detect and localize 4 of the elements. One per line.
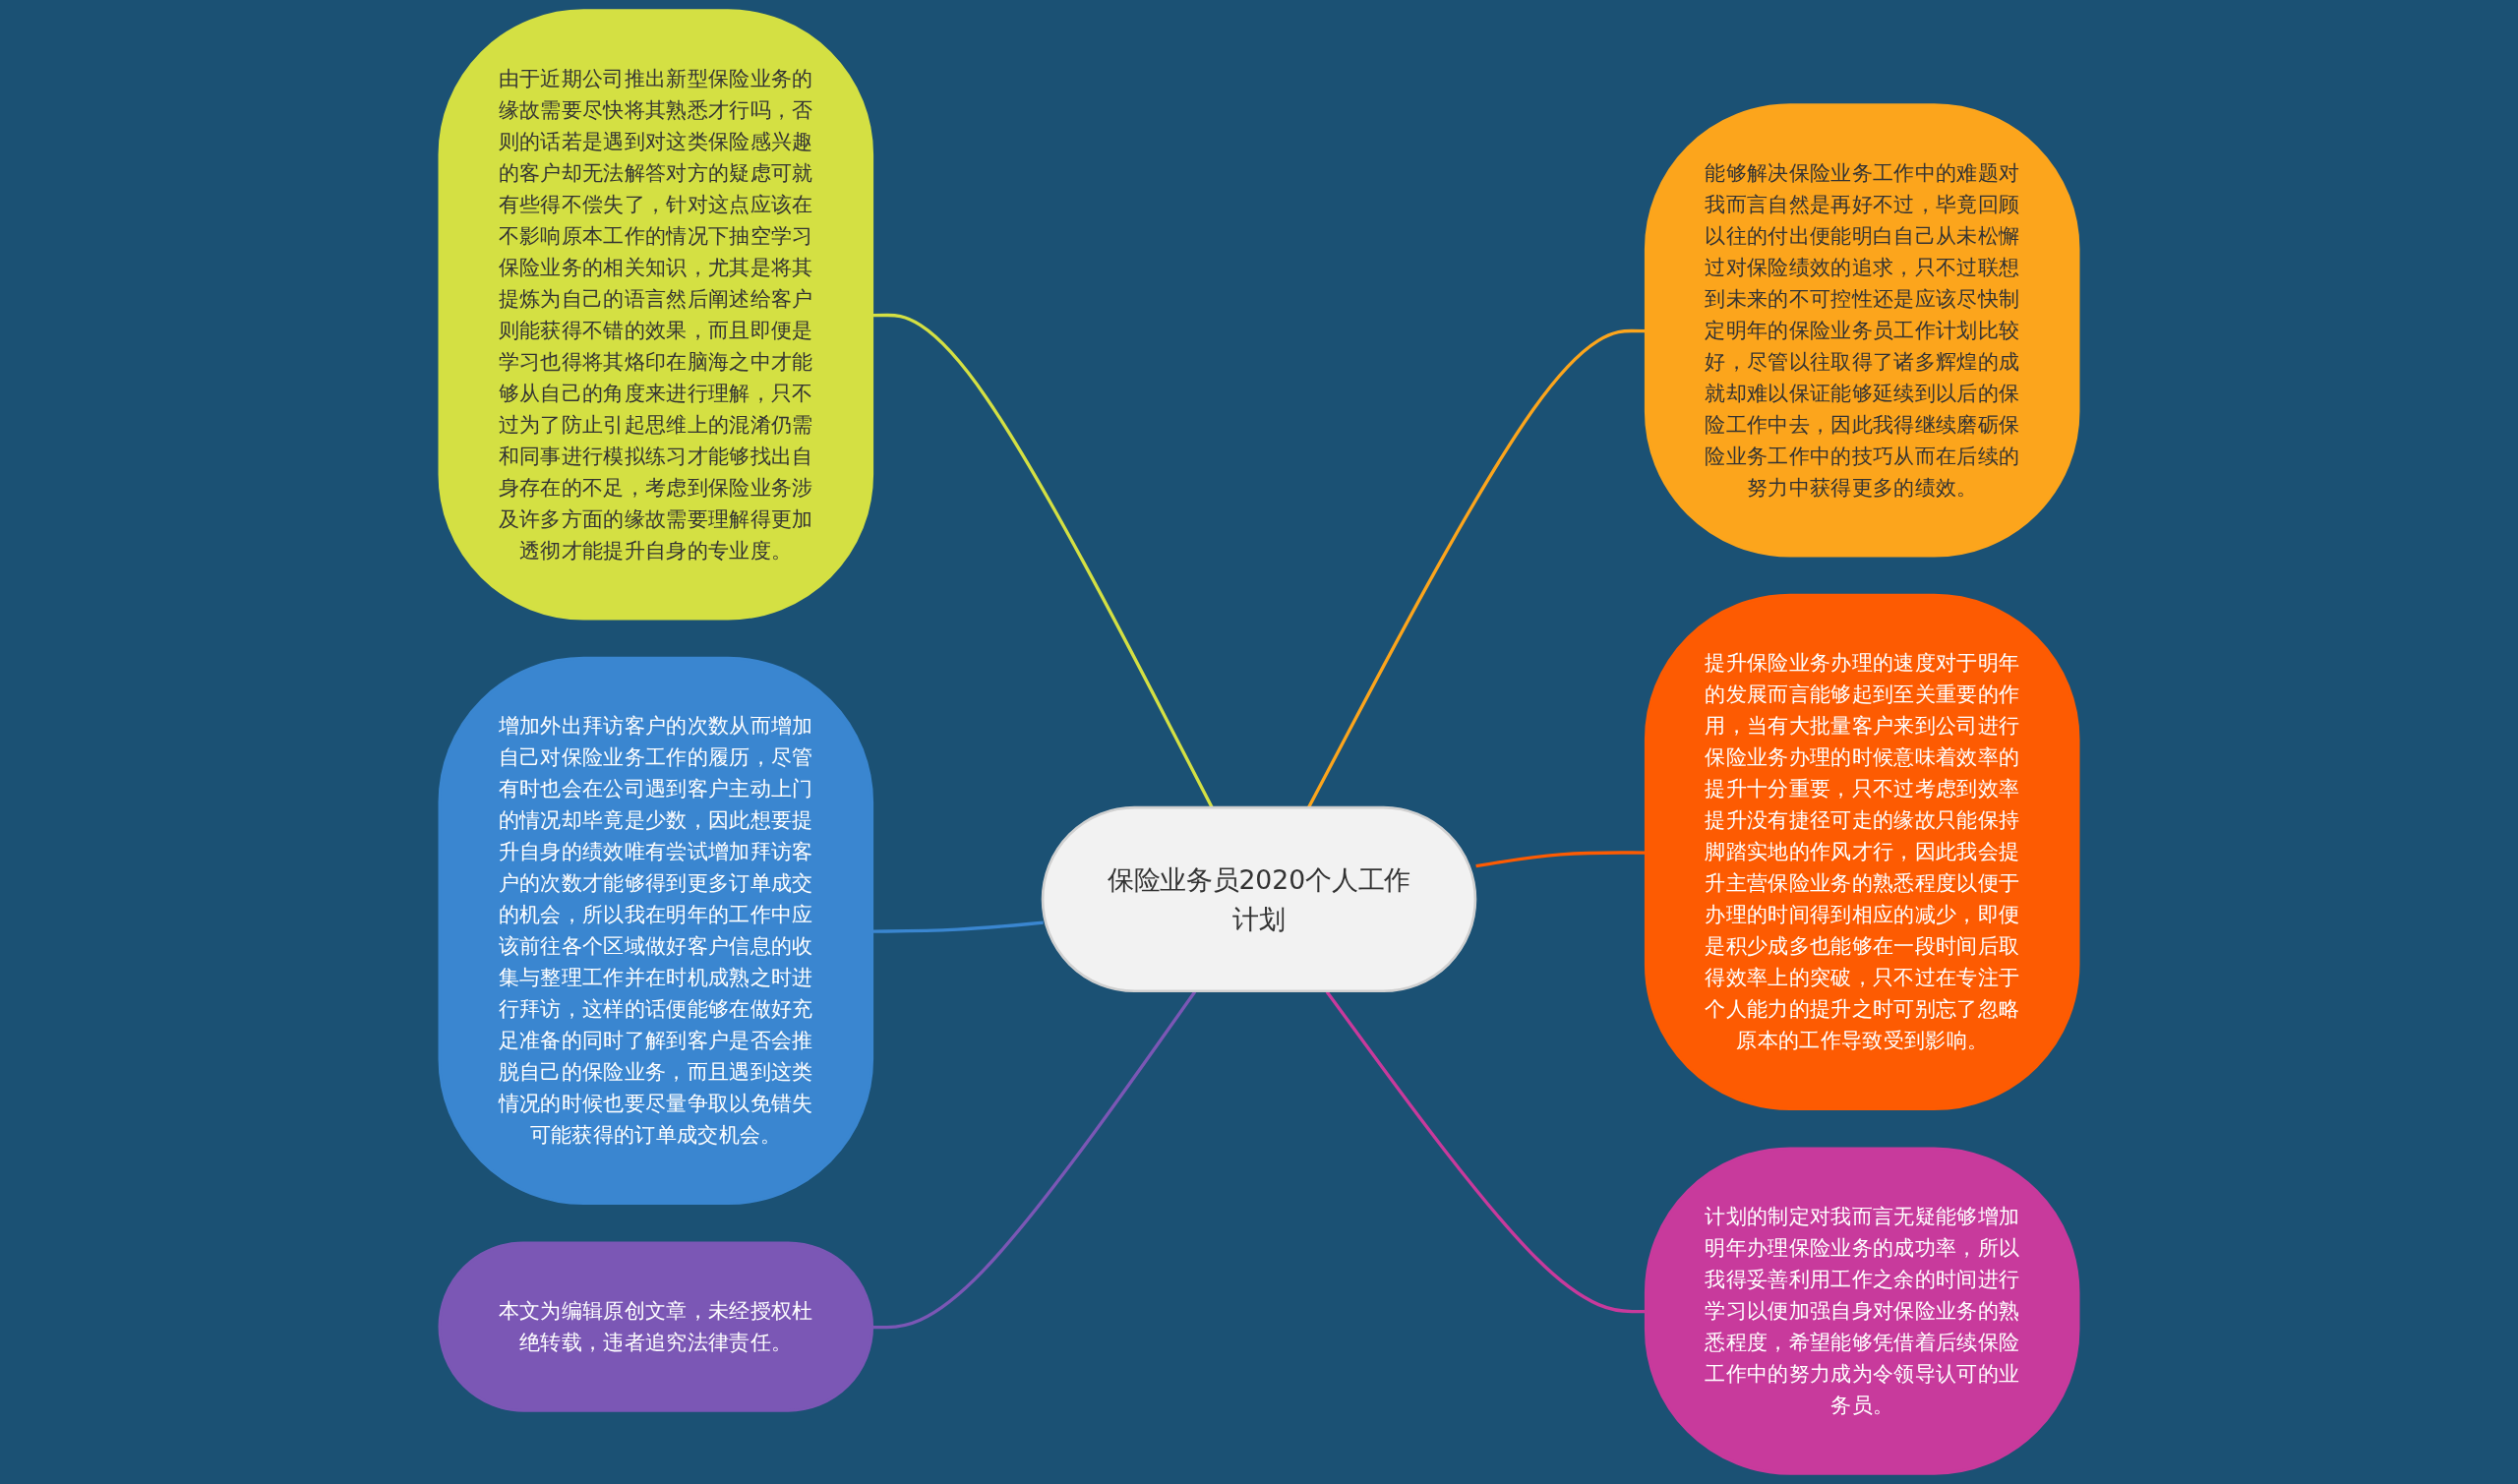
connector: [872, 920, 1044, 933]
connector: [1325, 990, 1647, 1314]
connector: [872, 990, 1197, 1330]
connector: [1475, 851, 1647, 868]
